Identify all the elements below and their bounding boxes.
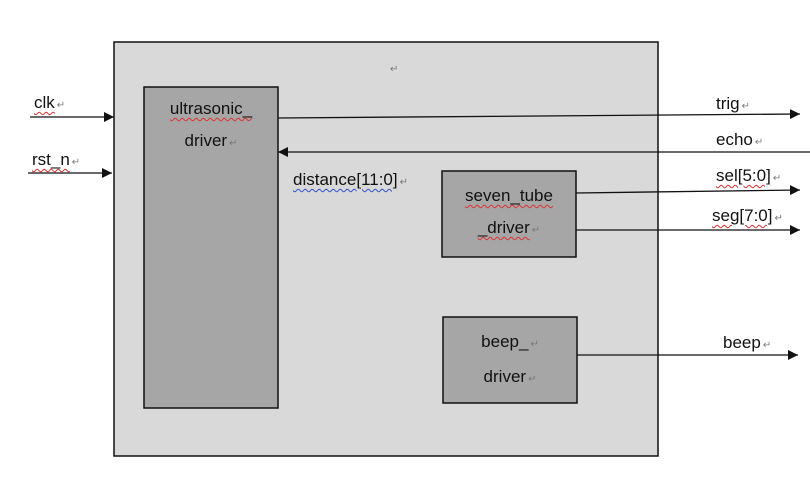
label-beep-text: beep [723,333,761,352]
paragraph-mark: ↵ [754,137,764,148]
seven-tube-driver-block [441,170,577,258]
paragraph-mark: ↵ [531,225,541,236]
beep-driver-line1: beep_ [481,332,529,351]
paragraph-mark: ↵ [530,339,539,350]
ultrasonic-driver-block [143,86,279,409]
paragraph-mark: ↵ [56,100,66,111]
paragraph-mark: ↵ [71,157,81,168]
label-rst-n: rst_n↵ [32,150,80,173]
label-distance: distance[11:0]↵ [293,170,408,193]
paragraph-mark: ↵ [399,177,408,188]
label-sel: sel[5:0]↵ [716,166,781,189]
paragraph-mark: ↵ [762,340,772,351]
paragraph-mark: ↵ [528,374,537,385]
label-seg: seg[7:0]↵ [712,206,783,229]
label-rst-n-text: rst_n [32,150,70,169]
paragraph-mark: ↵ [741,101,751,112]
paragraph-mark: ↵ [774,213,783,224]
label-trig-text: trig [716,94,740,113]
label-sel-text: sel[5:0] [716,166,771,185]
label-clk-text: clk [34,93,55,112]
label-clk: clk↵ [34,93,65,116]
label-echo-text: echo [716,130,753,149]
ultrasonic-driver-label: ultrasonic_ driver↵ [144,99,278,154]
seven-tube-driver-line2: _driver [477,218,530,237]
label-trig: trig↵ [716,94,750,117]
trig-arrow [277,109,801,120]
beep-driver-line2: driver [483,367,527,386]
ultrasonic-driver-line2: driver [184,131,228,150]
paragraph-mark: ↵ [390,64,399,75]
label-beep: beep↵ [723,333,771,356]
label-distance-text: distance[11:0] [293,170,398,189]
label-seg-text: seg[7:0] [712,206,773,225]
sel-arrow [575,185,801,196]
seven-tube-driver-label: seven_tube _driver↵ [442,186,576,241]
paragraph-mark: ↵ [229,138,238,149]
beep-driver-block [442,316,578,404]
ultrasonic-driver-line1: ultrasonic_ [169,99,253,118]
seven-tube-driver-line1: seven_tube [465,186,553,205]
beep-driver-label: beep_↵ driver↵ [443,332,577,390]
label-echo: echo↵ [716,130,763,153]
paragraph-mark: ↵ [772,173,782,184]
